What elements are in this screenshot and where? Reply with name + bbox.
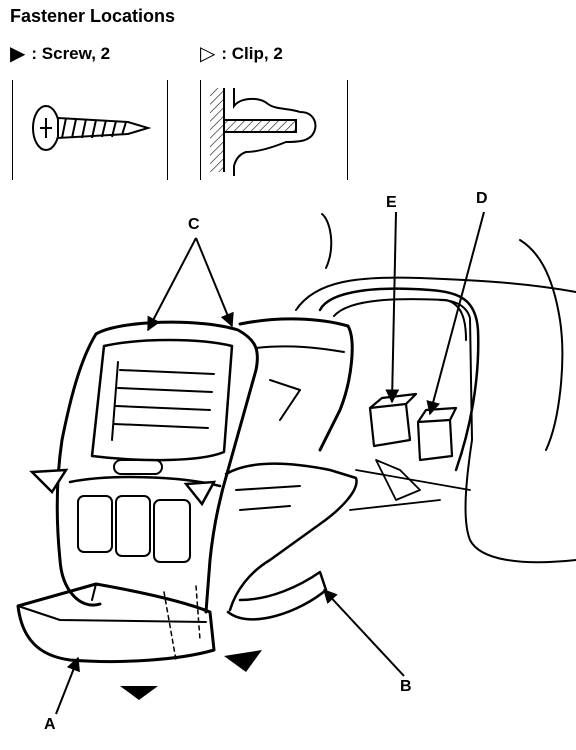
screw-marker-1 bbox=[120, 686, 158, 700]
dashboard-linework bbox=[16, 213, 576, 664]
callout-a: A bbox=[44, 716, 56, 733]
screw-markers bbox=[120, 650, 262, 700]
leader-a bbox=[55, 656, 80, 715]
screw-marker-2 bbox=[224, 650, 262, 672]
leader-c-right bbox=[195, 237, 234, 328]
clip-detail-box bbox=[200, 80, 348, 180]
clip-illustration bbox=[210, 88, 317, 176]
callout-c: C bbox=[188, 216, 200, 233]
callout-e: E bbox=[386, 194, 397, 211]
outline-triangle-icon: ▷ bbox=[200, 43, 216, 65]
leader-c-left bbox=[147, 237, 197, 332]
legend-screw: ▶ : Screw, 2 bbox=[10, 44, 110, 64]
legend-clip: ▷ : Clip, 2 bbox=[200, 44, 283, 64]
leader-d bbox=[426, 211, 485, 416]
leader-e bbox=[385, 211, 400, 404]
clip-markers bbox=[29, 468, 217, 507]
callout-b: B bbox=[400, 678, 412, 695]
legend-screw-label: : Screw, 2 bbox=[31, 44, 111, 63]
filled-triangle-icon: ▶ bbox=[10, 43, 26, 65]
legend-clip-label: : Clip, 2 bbox=[221, 44, 283, 63]
leader-b bbox=[323, 588, 405, 677]
screw-detail-box bbox=[12, 80, 168, 180]
callout-d: D bbox=[476, 190, 488, 207]
clip-marker-1 bbox=[29, 468, 69, 494]
screw-illustration bbox=[32, 105, 152, 151]
diagram-title: Fastener Locations bbox=[10, 6, 176, 26]
callout-leaders bbox=[55, 211, 485, 715]
clip-marker-2 bbox=[183, 480, 217, 507]
